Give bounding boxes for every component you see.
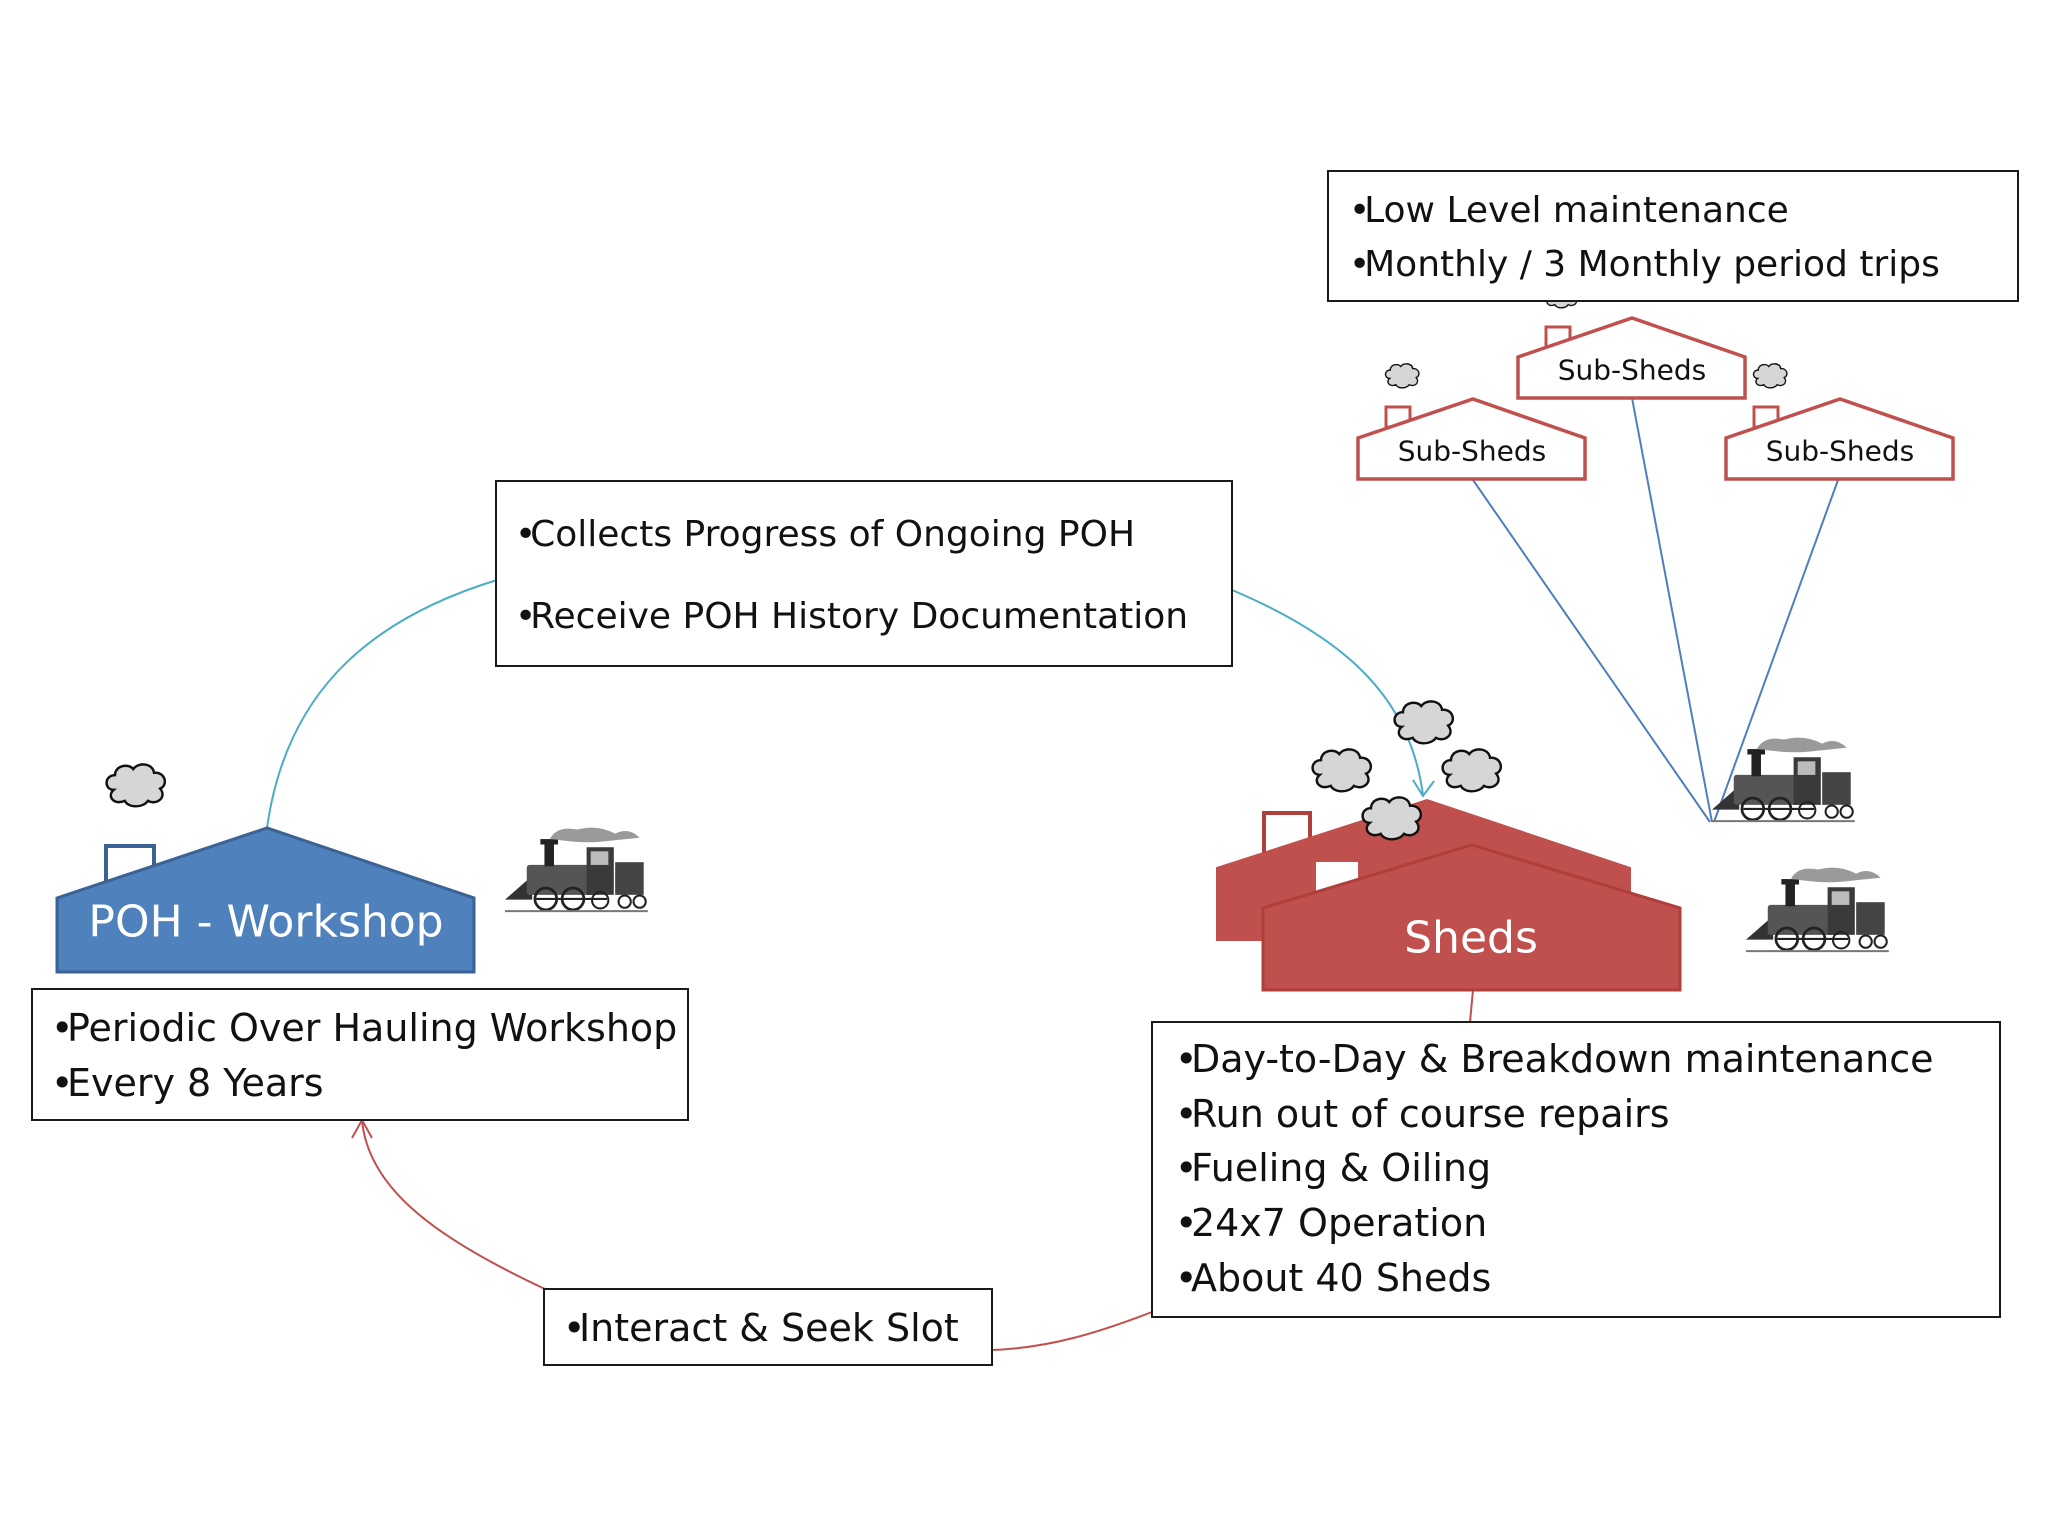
connector-sheds-to-info <box>1469 989 1474 1023</box>
sub-sheds-info-line: •Low Level maintenance <box>1349 190 1789 231</box>
sheds-info-line: •Fueling & Oiling <box>1175 1146 1492 1190</box>
workshop-label: POH - Workshop <box>88 896 444 948</box>
smoke-cloud-icon <box>1752 363 1788 389</box>
sub-shed-house-left <box>1356 397 1587 481</box>
connector-workshop-to-collects <box>266 579 498 829</box>
sheds-info-line: •About 40 Sheds <box>1175 1256 1492 1300</box>
connector-subshed-middle <box>1631 397 1713 823</box>
connector-subshed-left <box>1472 479 1711 823</box>
smoke-cloud-icon <box>1311 748 1373 793</box>
sub-sheds-info-box: •Low Level maintenance •Monthly / 3 Mont… <box>1327 170 2019 302</box>
workshop-info-line: •Every 8 Years <box>51 1061 324 1105</box>
smoke-cloud-icon <box>1384 363 1420 389</box>
sub-shed-label-right: Sub-Sheds <box>1765 434 1915 468</box>
steam-locomotive-icon <box>503 826 650 913</box>
interact-info-box: •Interact & Seek Slot <box>543 1288 993 1366</box>
connector-sheds-info-to-interact <box>991 1311 1153 1351</box>
sub-shed-house-middle <box>1516 316 1747 400</box>
workshop-info-box: •Periodic Over Hauling Workshop •Every 8… <box>31 988 689 1121</box>
house-workshop-icon <box>55 826 476 974</box>
steam-locomotive-icon <box>1744 866 1891 953</box>
house-shed-icon <box>1216 798 1682 992</box>
sheds-info-line: •Day-to-Day & Breakdown maintenance <box>1175 1037 1934 1081</box>
smoke-cloud-icon <box>1441 748 1503 793</box>
sheds-info-line: •Run out of course repairs <box>1175 1092 1670 1136</box>
interact-info-line: •Interact & Seek Slot <box>563 1306 959 1350</box>
steam-locomotive-icon <box>1710 736 1857 823</box>
connector-subshed-right <box>1713 479 1839 823</box>
sheds-label: Sheds <box>1404 912 1538 964</box>
connector-collects-to-sheds <box>1231 589 1424 796</box>
smoke-cloud-icon <box>105 763 167 808</box>
collects-info-line: •Receive POH History Documentation <box>515 596 1189 637</box>
sheds-info-line: •24x7 Operation <box>1175 1201 1488 1245</box>
workshop-info-line: •Periodic Over Hauling Workshop <box>51 1006 678 1050</box>
arrowhead-sheds <box>1412 779 1435 798</box>
smoke-cloud-icon <box>1361 796 1423 841</box>
collects-info-line: •Collects Progress of Ongoing POH <box>515 514 1136 555</box>
connector-interact-to-workshop <box>361 1119 546 1290</box>
sheds-info-box: •Day-to-Day & Breakdown maintenance •Run… <box>1151 1021 2001 1318</box>
smoke-cloud-icon <box>1393 700 1455 745</box>
sub-shed-label-left: Sub-Sheds <box>1397 434 1547 468</box>
sub-sheds-info-line: •Monthly / 3 Monthly period trips <box>1349 244 1940 285</box>
collects-info-box: •Collects Progress of Ongoing POH •Recei… <box>495 480 1233 667</box>
sub-shed-house-right <box>1724 397 1955 481</box>
sub-shed-label-middle: Sub-Sheds <box>1557 353 1707 387</box>
